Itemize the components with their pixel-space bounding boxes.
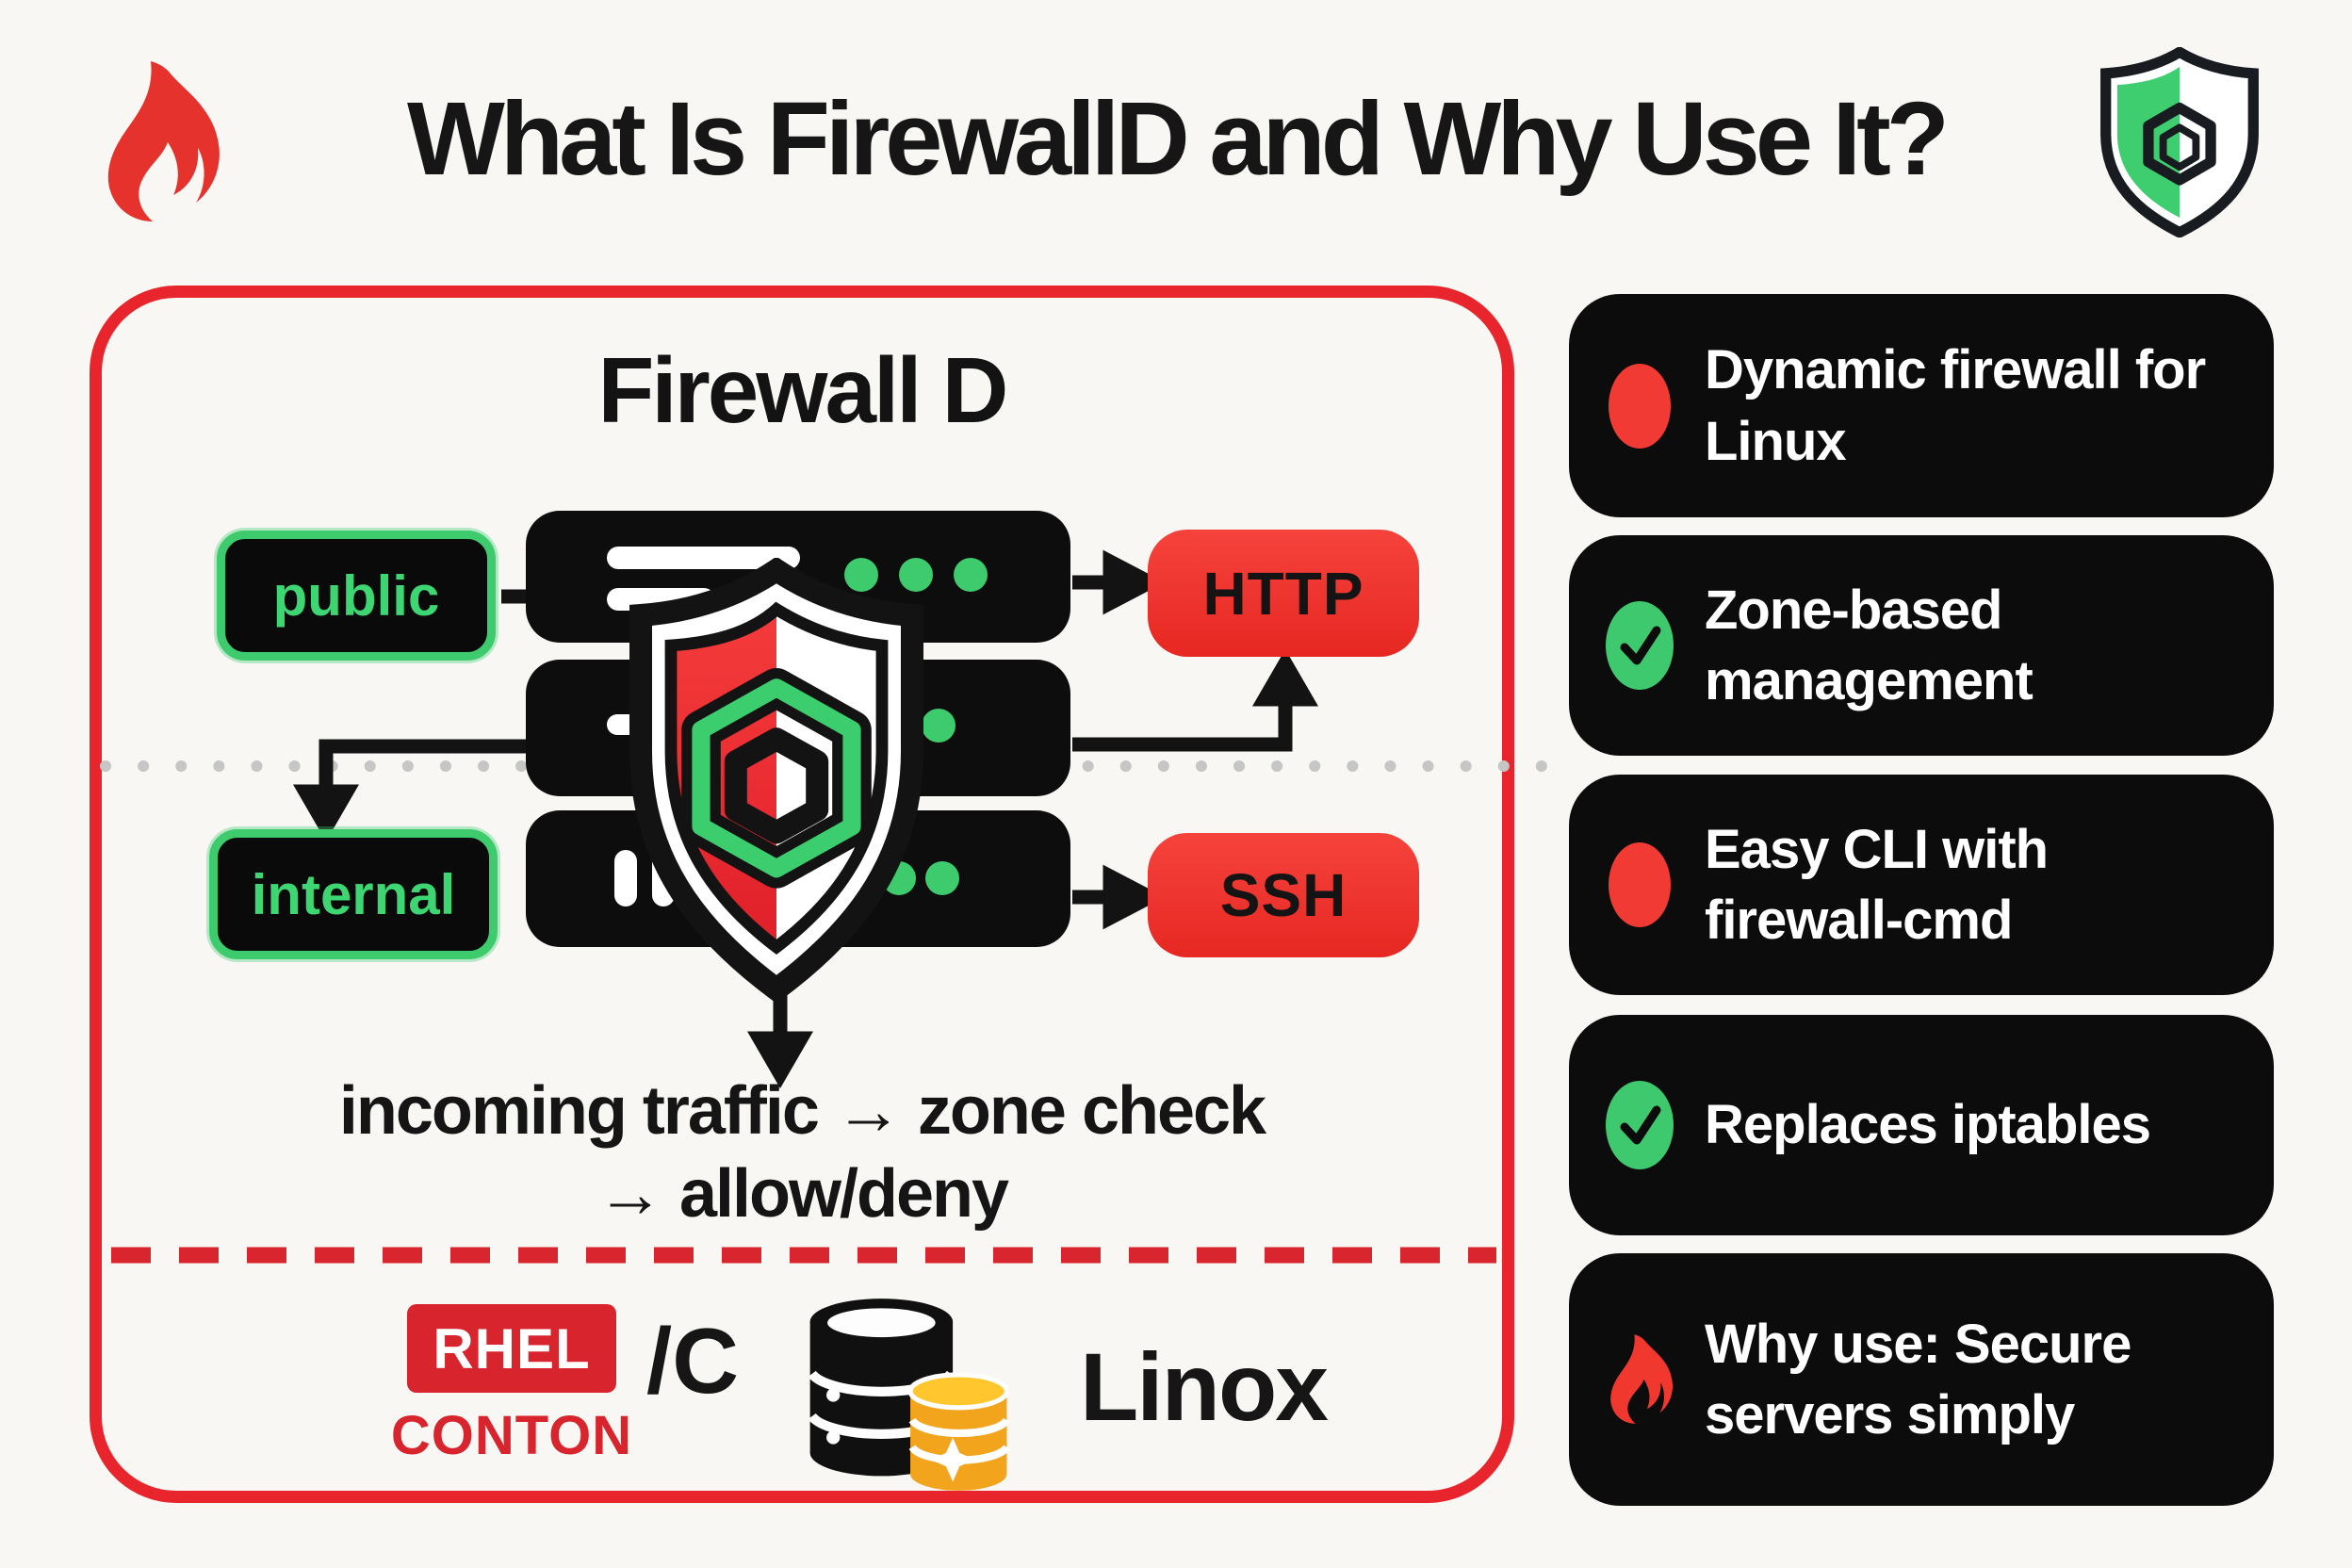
red-dot-icon — [1603, 363, 1676, 449]
check-icon — [1603, 600, 1676, 691]
flame-icon — [1603, 1329, 1676, 1430]
server-led — [844, 558, 878, 592]
shield-icon — [2100, 47, 2259, 237]
zone-label: internal — [251, 862, 456, 926]
server-led — [899, 558, 933, 592]
service-label: SSH — [1219, 861, 1348, 929]
server-pause-bar — [614, 850, 637, 906]
diagram-panel — [90, 286, 1514, 1503]
firewall-shield-icon — [629, 558, 923, 1004]
page-title: What Is FirewallD and Why Use It? — [407, 81, 1950, 197]
rhel-label: RHEL — [433, 1316, 591, 1380]
zone-badge-internal: internal — [209, 829, 498, 959]
diagram-title: Firewall D — [597, 338, 1009, 442]
feature-pill-zone-based: Zone-based management — [1569, 535, 2274, 756]
gold-database-icon — [907, 1372, 1010, 1491]
flow-text-line1: incoming traffic → zone check — [338, 1073, 1266, 1149]
feature-pill-easy-cli: Easy CLI with firewall-cmd — [1569, 775, 2274, 995]
feature-pill-replaces-iptables: Replaces iptables — [1569, 1015, 2274, 1235]
slash-c-label: /C — [646, 1309, 739, 1413]
database-icon — [808, 1298, 1010, 1491]
feature-text: Replaces iptables — [1705, 1094, 2151, 1156]
server-led — [922, 709, 956, 743]
feature-text: Easy CLI with firewall-cmd — [1705, 818, 2049, 951]
conton-label: CONTON — [390, 1405, 633, 1466]
zone-badge-public: public — [217, 531, 496, 661]
feature-text: Dynamic firewall for Linux — [1705, 339, 2206, 472]
feature-pill-why-use: Why use: Secure servers simply — [1569, 1253, 2274, 1506]
red-dot-icon — [1603, 841, 1676, 928]
check-icon — [1603, 1080, 1676, 1170]
rhel-logo-badge: RHEL — [407, 1304, 616, 1393]
linox-label: Linox — [1080, 1333, 1329, 1441]
server-led — [954, 558, 988, 592]
feature-pill-dynamic-firewall: Dynamic firewall for Linux — [1569, 294, 2274, 517]
feature-text: Zone-based management — [1705, 579, 2034, 711]
service-badge-ssh: SSH — [1148, 833, 1419, 957]
service-label: HTTP — [1202, 559, 1364, 628]
zone-label: public — [272, 564, 440, 628]
flow-text-line2: → allow/deny — [596, 1156, 1009, 1232]
service-badge-http: HTTP — [1148, 530, 1419, 657]
feature-text: Why use: Secure servers simply — [1705, 1313, 2132, 1446]
server-led — [925, 861, 959, 895]
